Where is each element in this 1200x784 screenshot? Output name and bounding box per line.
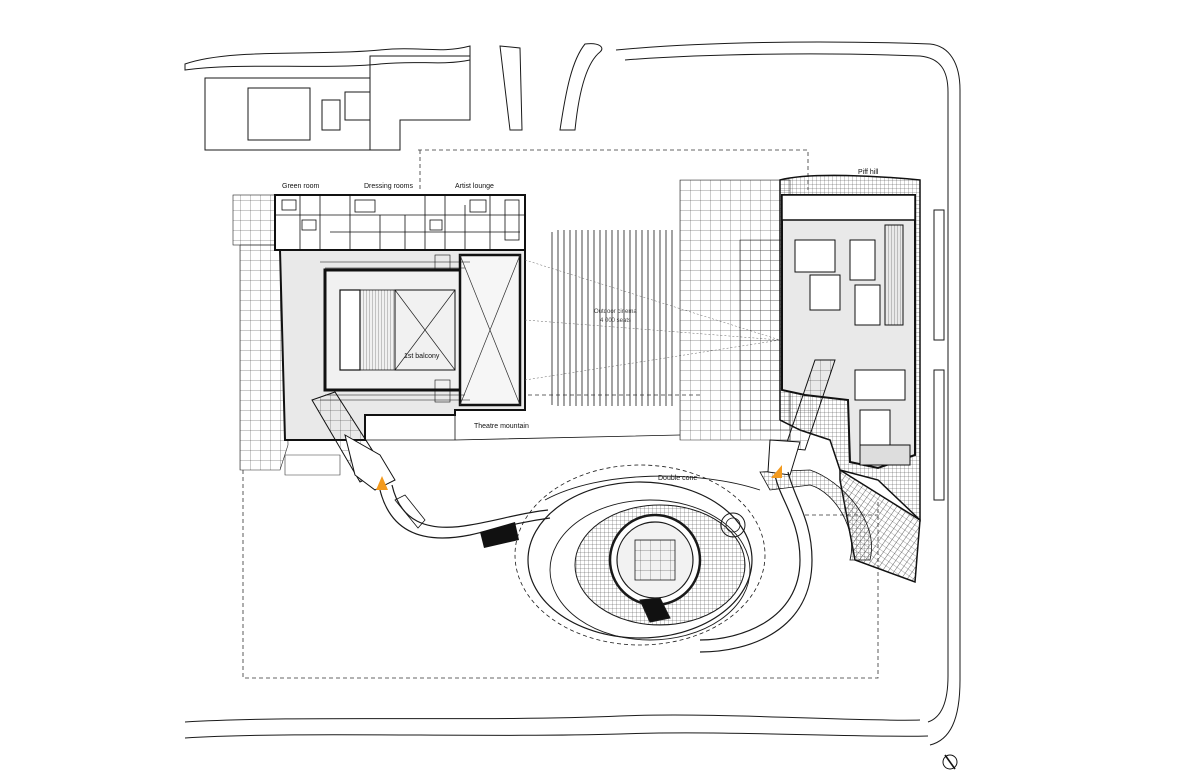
north-arrow-icon xyxy=(942,754,958,770)
double-cone xyxy=(379,464,813,653)
outdoor-cinema-seats-label: 4 000 seats xyxy=(600,318,632,324)
double-cone-label: Double cone xyxy=(658,475,698,482)
piff-hill-label: Piff hill xyxy=(858,169,879,176)
outdoor-cinema-label: Outdoor cinema xyxy=(594,309,637,315)
first-balcony-label: 1st balcony xyxy=(404,353,440,360)
green-room-label: Green room xyxy=(282,183,320,190)
theatre-building xyxy=(232,194,681,529)
artist-lounge-label: Artist lounge xyxy=(455,183,494,190)
existing-buildings xyxy=(204,55,471,151)
theatre-mountain-label: Theatre mountain xyxy=(474,423,529,430)
entrance-triangle-icon xyxy=(376,476,388,490)
site-boundary xyxy=(184,41,961,746)
entrance-triangle-icon xyxy=(771,465,782,478)
piff-hill-building xyxy=(679,174,921,584)
dressing-rooms-label: Dressing rooms xyxy=(364,183,414,190)
